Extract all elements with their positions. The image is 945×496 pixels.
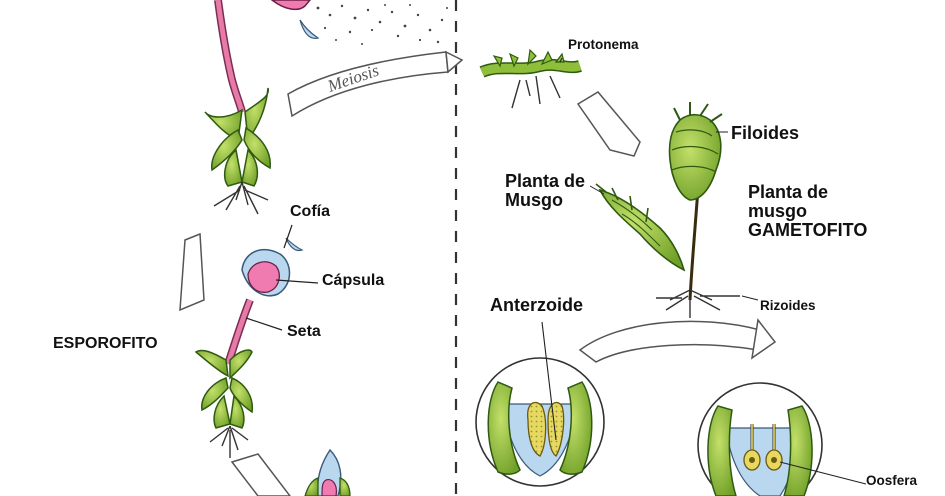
gametofito-line-1: Planta de (748, 182, 829, 202)
capsula-shape (247, 261, 280, 293)
protonema-to-gametophyte-arrow (576, 91, 641, 157)
meiosis-arrow (287, 50, 464, 118)
filoides-label: Filoides (731, 123, 800, 143)
archegonium-circle (697, 382, 823, 496)
esporofito-label: ESPOROFITO (53, 335, 158, 352)
seta-label: Seta (287, 323, 321, 340)
cofia-label: Cofía (290, 203, 330, 220)
protonema-label: Protonema (568, 37, 639, 52)
bottom-sporophyte (304, 448, 351, 496)
rizoides-pointer (741, 295, 759, 301)
gametofito-line-3: GAMETOFITO (748, 219, 868, 240)
spore-cloud (316, 4, 448, 45)
left-cycle-arrow (179, 232, 205, 312)
middle-left-moss-plant (194, 349, 254, 458)
anterzoide-pointer (541, 321, 557, 441)
anterzoide-label: Anterzoide (490, 295, 584, 315)
bottom-left-arrow (230, 453, 291, 496)
planta-de-musgo-line-2: Musgo (505, 189, 563, 210)
planta-musgo-pointer (589, 185, 605, 195)
middle-sporophyte (224, 237, 304, 366)
rizoides-label: Rizoides (760, 298, 816, 313)
oosfera-label: Oosfera (866, 473, 918, 488)
antheridium-circle (475, 357, 605, 487)
meiosis-label: Meiosis (324, 60, 381, 96)
planta-de-musgo-line-1: Planta de (505, 171, 586, 191)
capsula-label: Cápsula (322, 272, 385, 289)
gametofito-line-2: musgo (748, 200, 808, 221)
oosfera-pointer (779, 461, 867, 485)
protonema-pointer (559, 57, 563, 63)
top-left-moss-plant (204, 87, 271, 215)
gametophyte-to-reproduction-arrow (578, 318, 777, 363)
left-pointer-lines (245, 224, 319, 331)
planta-de-musgo-label: Planta de Musgo (505, 172, 585, 210)
protonema-filament (479, 48, 582, 109)
gametofito-label: Planta de musgo GAMETOFITO (748, 183, 867, 240)
large-moss-gametophyte (595, 102, 740, 318)
top-sporophyte (214, 0, 320, 114)
